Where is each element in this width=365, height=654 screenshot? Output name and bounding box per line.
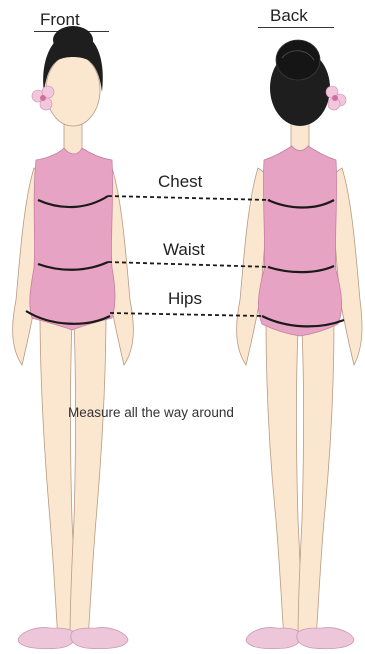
back-right-slipper [297,628,354,649]
front-right-leg [70,310,106,640]
chest-label: Chest [158,172,202,192]
hips-label: Hips [168,289,202,309]
back-right-leg [298,320,334,640]
front-right-slipper [71,628,128,649]
back-flower-icon [326,86,346,110]
back-hair-bun [276,40,320,80]
front-figure [13,26,134,649]
back-left-leg [266,320,302,640]
chest-connector [108,196,270,200]
front-face [46,54,100,126]
back-figure [237,40,362,649]
back-leotard [258,146,341,336]
back-left-slipper [246,628,301,649]
front-leotard [30,148,115,330]
front-hair-bun [53,26,93,54]
front-left-slipper [18,628,75,649]
instruction-text: Measure all the way around [68,405,234,420]
waist-label: Waist [163,240,205,260]
